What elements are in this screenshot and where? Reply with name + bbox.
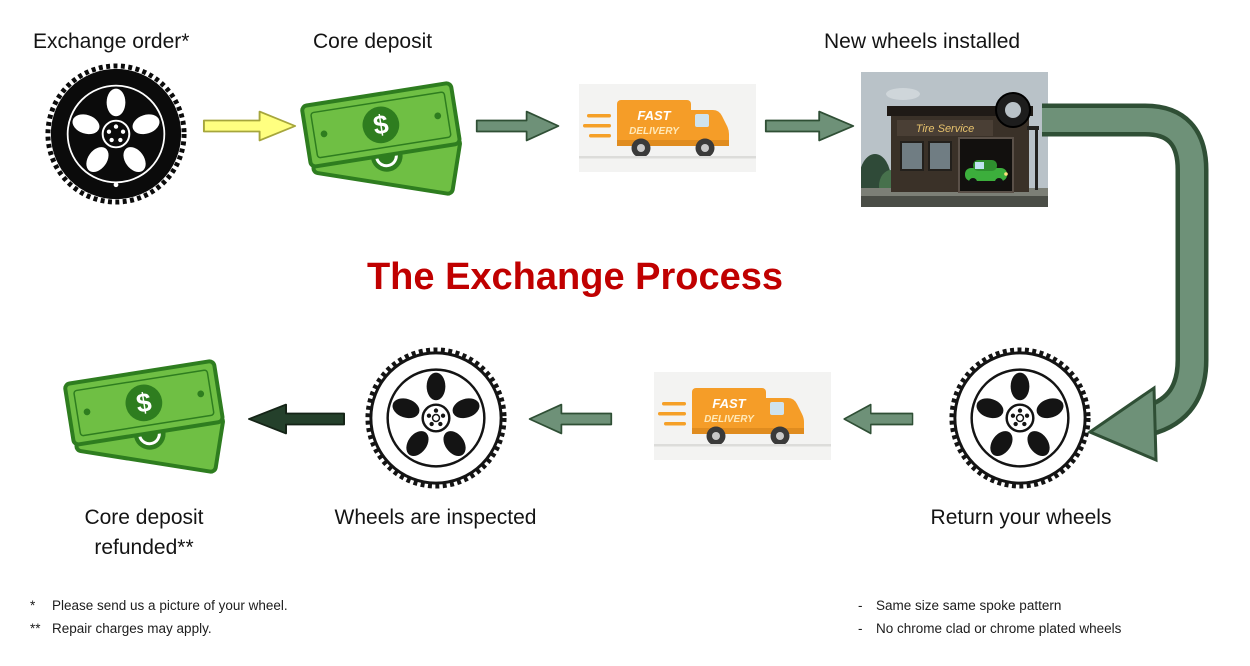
footnote-picture: * Please send us a picture of your wheel… [30,594,450,617]
footnote-text: Same size same spoke pattern [876,598,1062,613]
arrow-green-top-1-icon [475,109,561,143]
footnote-no-chrome: - No chrome clad or chrome plated wheels [858,617,1238,640]
delivery-truck-return-icon [654,372,831,460]
footnotes-right: - Same size same spoke pattern - No chro… [858,594,1238,640]
wheel-inspected-icon [362,344,510,492]
footnote-text: Repair charges may apply. [52,621,212,636]
label-new-wheels-installed: New wheels installed [824,30,1021,53]
footnote-marker: ** [30,621,41,636]
page-title: The Exchange Process [366,256,784,298]
footnote-text: Please send us a picture of your wheel. [52,598,288,613]
label-core-deposit: Core deposit [313,30,433,53]
footnote-spoke-pattern: - Same size same spoke pattern [858,594,1238,617]
label-exchange-order: Exchange order* [33,30,190,53]
footnote-marker: - [858,621,863,636]
label-core-deposit-refunded-line1: Core deposit [84,506,204,529]
label-core-deposit-refunded-line2: refunded** [94,536,194,559]
footnote-repair: ** Repair charges may apply. [30,617,450,640]
wheel-return-icon [946,344,1094,492]
tire-shop-icon [861,72,1048,207]
label-wheels-inspected: Wheels are inspected [334,506,537,529]
footnotes-left: * Please send us a picture of your wheel… [30,594,450,640]
footnote-text: No chrome clad or chrome plated wheels [876,621,1122,636]
label-return-your-wheels: Return your wheels [930,506,1112,529]
curved-arrow-icon [1042,103,1209,463]
delivery-truck-icon [579,84,756,172]
arrow-dark-left-icon [246,402,346,436]
arrow-green-bottom-2-icon [842,402,914,436]
arrow-yellow-icon [202,109,298,143]
arrow-green-top-2-icon [764,109,856,143]
footnote-marker: - [858,598,863,613]
footnote-marker: * [30,598,36,613]
cash-icon [293,66,473,200]
arrow-green-bottom-1-icon [527,402,613,436]
label-core-deposit-refunded: Core deposit refunded** [30,503,258,563]
wheel-icon [42,60,190,208]
cash-refund-icon [56,344,236,478]
